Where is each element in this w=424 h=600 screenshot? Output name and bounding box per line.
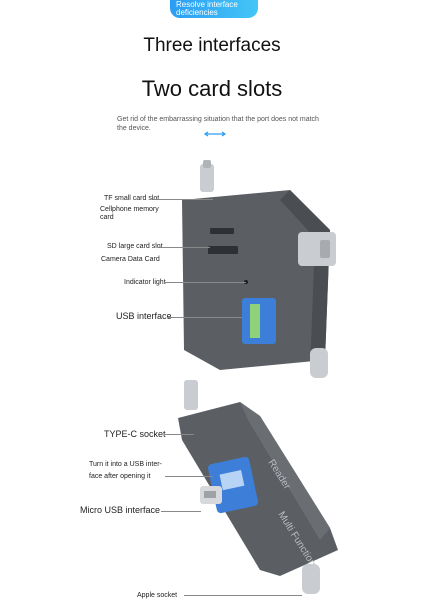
label-turn-line-1: Turn it into a USB inter- <box>89 461 162 468</box>
apple-plug-bottom <box>302 564 320 594</box>
feature-badge: Resolve interface deficiencies <box>170 0 258 18</box>
card-reader-bottom-image: Reader Multi Function <box>178 380 338 594</box>
indicator-light <box>244 280 248 284</box>
label-typec: TYPE-C socket <box>104 429 166 439</box>
label-cellphone-line-2: card <box>100 214 114 221</box>
typec-plug-bottom <box>184 380 198 410</box>
device-body-bottom <box>178 402 338 576</box>
typec-plug <box>200 164 214 192</box>
label-tf-slot: TF small card slot <box>104 195 160 202</box>
label-usb-interface: USB interface <box>116 311 172 321</box>
apple-plug <box>310 348 328 378</box>
heading-line-1: Three interfaces <box>143 35 281 56</box>
description-line-1: Get rid of the embarrassing situation th… <box>117 116 319 123</box>
sd-slot <box>208 246 238 254</box>
micro-usb-plug <box>298 232 336 266</box>
badge-line-1: Resolve interface <box>176 0 238 9</box>
tf-slot <box>210 228 234 234</box>
label-cellphone-line-1: Cellphone memory <box>100 206 159 213</box>
heading-line-2: Two card slots <box>141 76 283 101</box>
card-reader-top-image <box>182 160 336 378</box>
label-indicator: Indicator light <box>124 279 166 286</box>
description-line-2: the device. <box>117 125 151 132</box>
label-apple-socket: Apple socket <box>137 592 178 599</box>
double-arrow-icon <box>203 131 227 137</box>
badge-line-2: deficiencies <box>176 8 218 17</box>
label-sd-slot: SD large card slot <box>107 243 163 250</box>
description-text: Get rid of the embarrassing situation th… <box>117 115 327 133</box>
label-camera-card: Camera Data Card <box>101 256 160 263</box>
device-body <box>182 190 330 370</box>
label-turn-line-2: face after opening it <box>89 473 151 480</box>
label-micro-usb: Micro USB interface <box>80 505 161 515</box>
